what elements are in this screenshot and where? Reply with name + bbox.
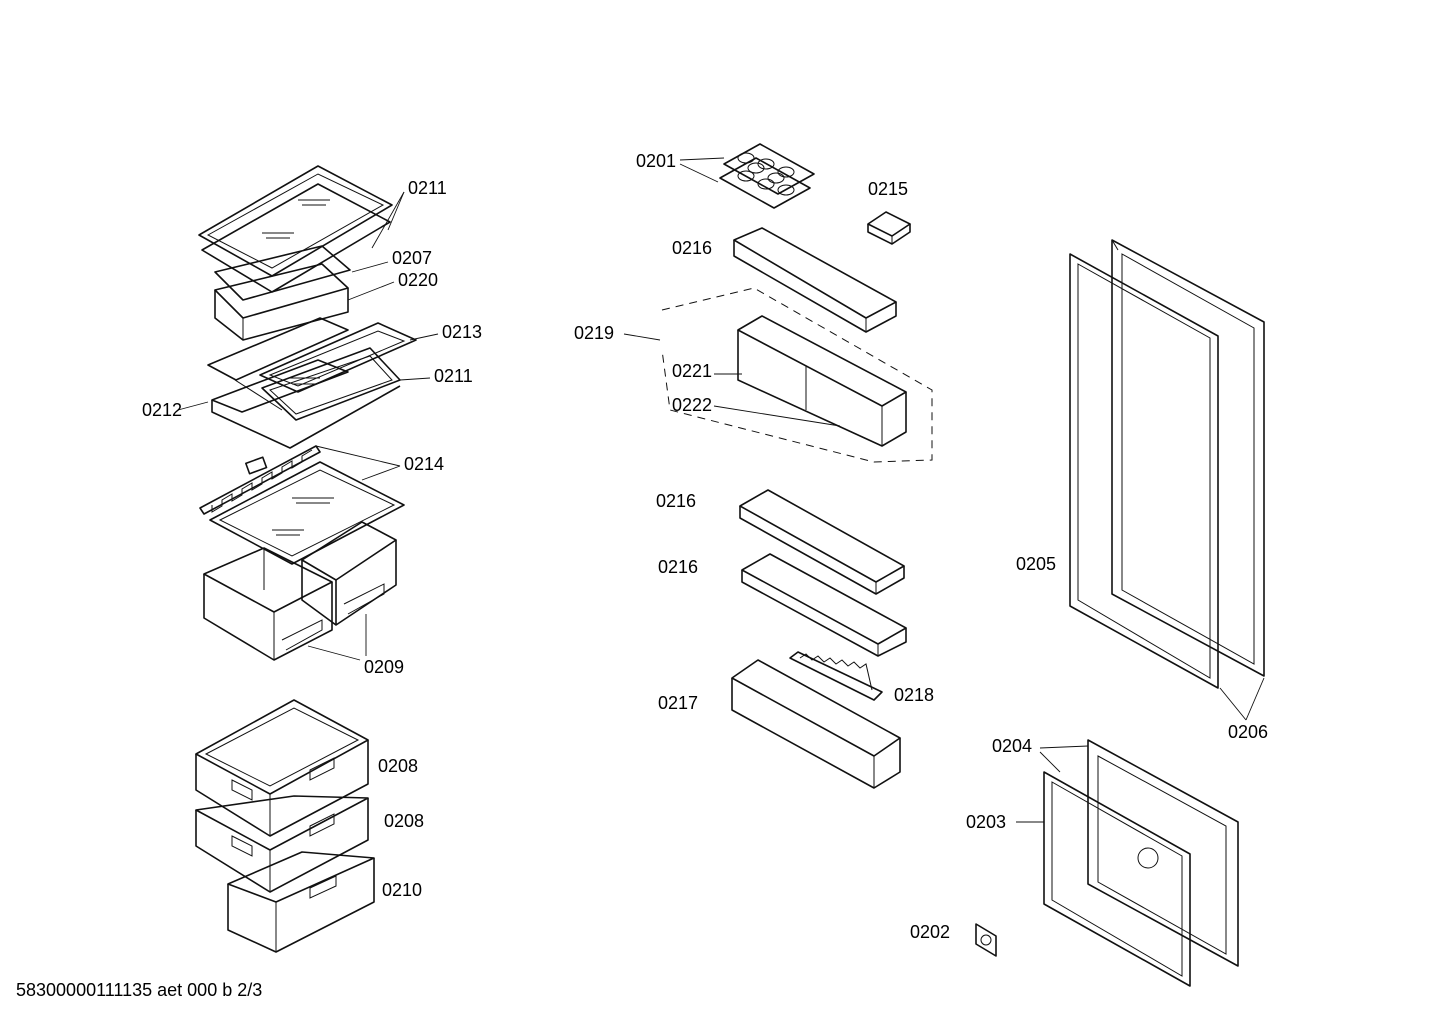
freezer-gasket-0203: [1043, 771, 1191, 987]
label-0204: 0204: [992, 736, 1032, 756]
label-0208-bottom: 0208: [384, 811, 424, 831]
label-0217: 0217: [658, 693, 698, 713]
label-0219: 0219: [574, 323, 614, 343]
label-0213: 0213: [442, 322, 482, 342]
door-compartment-0221-0222: [737, 315, 907, 447]
glass-shelf-0214: [199, 445, 405, 565]
label-0209: 0209: [364, 657, 404, 677]
label-0205: 0205: [1016, 554, 1056, 574]
label-0211-top: 0211: [408, 178, 447, 198]
door-rack-0216-lower: [741, 553, 907, 657]
refrigerator-door-0206: [1111, 239, 1265, 677]
vegetable-drawer-0208-middle: [195, 795, 369, 893]
butter-box-0215: [867, 211, 911, 245]
label-0216-lower: 0216: [658, 557, 698, 577]
crisper-drawers-0209: [203, 521, 397, 661]
label-0207: 0207: [392, 248, 432, 268]
dashed-enclosure-0219: [661, 287, 933, 463]
label-0221: 0221: [672, 361, 712, 381]
bottle-rack-0217: [731, 659, 901, 789]
small-tray-0207-0220: [214, 245, 351, 341]
label-0220: 0220: [398, 270, 438, 290]
label-0212: 0212: [142, 400, 182, 420]
handle-cap-0202: [975, 923, 997, 957]
bottle-holder-0218: [789, 651, 883, 701]
door-gasket-0205: [1069, 253, 1219, 689]
label-0215: 0215: [868, 179, 908, 199]
vegetable-drawer-0208-top: [195, 699, 369, 837]
label-0218: 0218: [894, 685, 934, 705]
label-0216-top: 0216: [672, 238, 712, 258]
door-rack-0216-middle: [739, 489, 905, 595]
drawing-reference: 58300000111135 aet 000 b 2/3: [16, 980, 263, 1000]
label-0210: 0210: [382, 880, 422, 900]
door-rack-0216-top: [733, 227, 897, 333]
label-0214: 0214: [404, 454, 444, 474]
part-labels: 0211 0207 0220 0213 0211 0212 0214 0209 …: [142, 151, 1268, 942]
label-0208-top: 0208: [378, 756, 418, 776]
freezer-door-0204: [1087, 739, 1239, 967]
label-0206: 0206: [1228, 722, 1268, 742]
leader-lines: [177, 157, 1265, 823]
label-0202: 0202: [910, 922, 950, 942]
label-0211-middle: 0211: [434, 366, 473, 386]
label-0203: 0203: [966, 812, 1006, 832]
label-0216-middle: 0216: [656, 491, 696, 511]
egg-tray-0201: [719, 143, 815, 209]
label-0201: 0201: [636, 151, 676, 171]
drawer-0210-bottom: [227, 851, 375, 953]
glass-shelf-top: [198, 165, 393, 293]
label-0222: 0222: [672, 395, 712, 415]
